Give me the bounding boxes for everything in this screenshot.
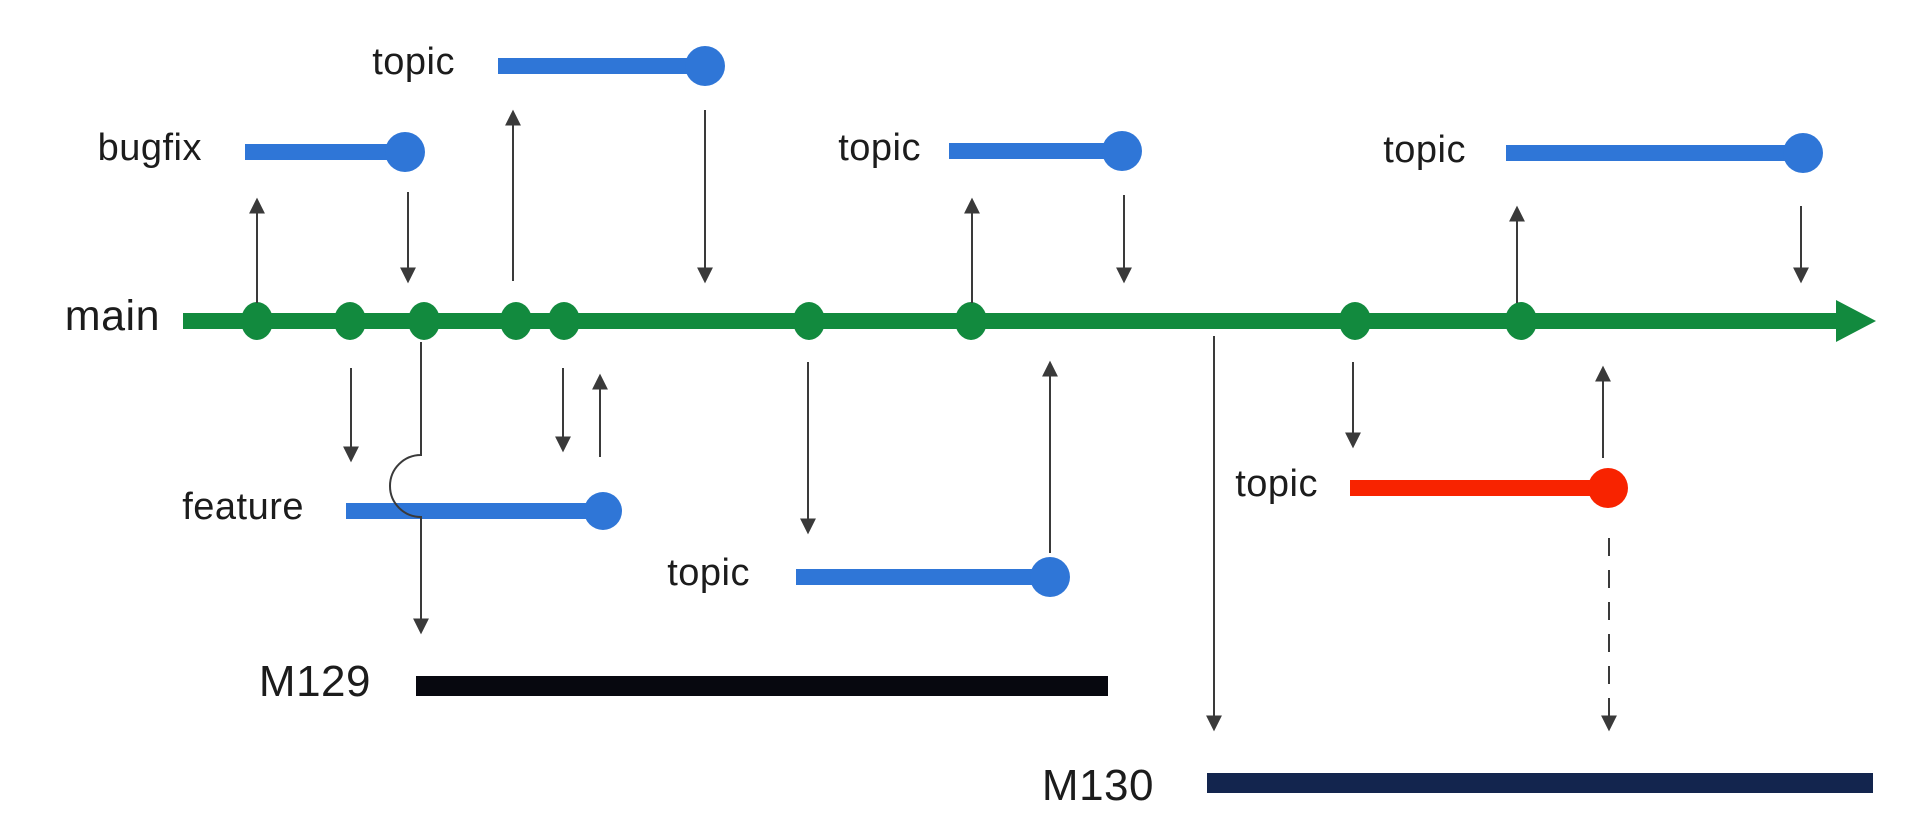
label-topic-red: topic [1235, 463, 1318, 505]
arrow-main-to-m129-with-hop [389, 342, 429, 635]
topic-branch-mid [949, 131, 1142, 171]
label-topic-mid: topic [838, 127, 921, 169]
label-topic-bottom: topic [667, 552, 750, 594]
topic-branch-bottom [796, 557, 1070, 597]
m130-bar [1207, 773, 1873, 793]
label-topic-top: topic [372, 41, 455, 83]
topic-branch-red [1350, 468, 1628, 508]
label-topic-right: topic [1383, 129, 1466, 171]
main-commit-dots [241, 302, 1537, 340]
feature-branch [346, 492, 622, 530]
label-main: main [64, 292, 160, 340]
m129-bar [416, 676, 1108, 696]
label-m130: M130 [1041, 761, 1154, 810]
label-m129: M129 [258, 657, 371, 706]
label-feature: feature [182, 486, 304, 528]
main-branch-line [183, 300, 1876, 342]
label-bugfix: bugfix [97, 127, 202, 169]
bugfix-branch [245, 132, 425, 172]
topic-branch-right [1506, 133, 1823, 173]
main-branch-arrowhead [1836, 300, 1876, 342]
topic-branch-top [498, 46, 725, 86]
